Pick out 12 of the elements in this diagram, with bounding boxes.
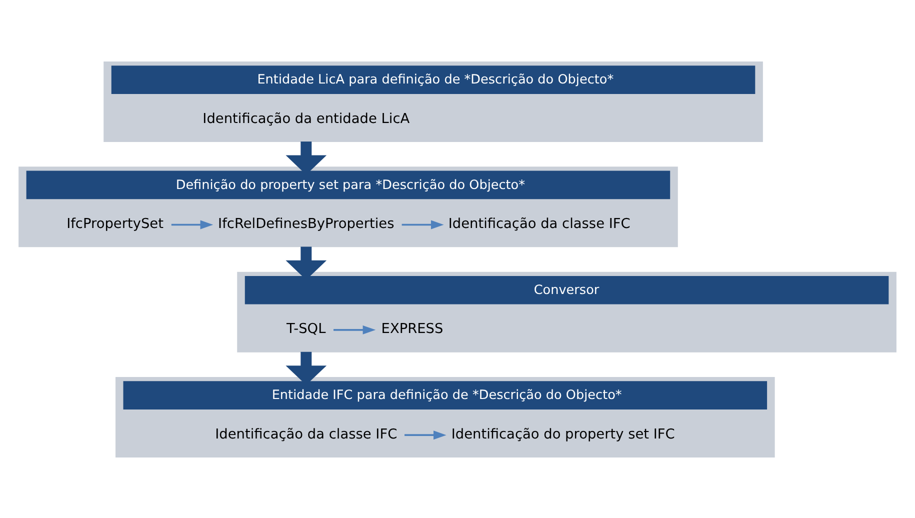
node-text: IfcRelDefinesByProperties (218, 215, 394, 232)
arrow (334, 324, 376, 334)
node-text: Identificação da classe IFC (448, 215, 630, 232)
arrow (404, 430, 446, 440)
node-text: IfcPropertySet (66, 215, 164, 232)
node-text: Identificação do property set IFC (451, 426, 675, 442)
node-text: Identificação da classe IFC (215, 426, 398, 442)
node-text: Identificação da entidade LicA (202, 110, 410, 126)
arrow (171, 220, 214, 229)
arrow (402, 220, 444, 229)
node-text: EXPRESS (381, 320, 444, 337)
node-text: T-SQL (286, 320, 326, 337)
